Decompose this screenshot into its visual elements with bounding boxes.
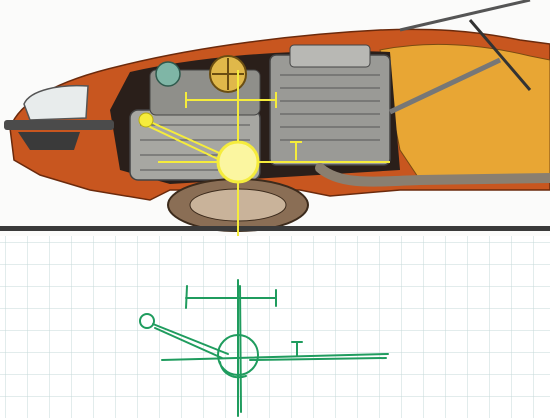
engine-block (269, 54, 391, 166)
overlay-pivot-circle (138, 112, 154, 128)
overlay-linkage-arm-2 (147, 125, 221, 161)
engine-head (289, 44, 371, 68)
headlight (23, 84, 89, 121)
steering-column (388, 57, 502, 115)
steering-wheel (468, 19, 532, 91)
grid-paper (0, 236, 550, 418)
front-bumper (4, 120, 114, 130)
sketch-horizontal-axis-2 (249, 357, 387, 361)
sketch-main-circle (217, 334, 259, 376)
sketch-strokes (139, 279, 389, 417)
sketch-linkage-arm-2 (154, 327, 223, 359)
sketch-horizontal-axis (161, 353, 389, 361)
sketch-pivot-circle (139, 313, 155, 329)
sketch-top-bar-left-tick (185, 285, 188, 309)
overlay-linkage-arm (145, 119, 227, 157)
car-cutaway-illustration (0, 0, 550, 236)
sketch-vertical-axis-2 (239, 285, 242, 413)
schematic-sketch (0, 236, 550, 418)
sketch-linkage-arm (152, 323, 229, 355)
sketch-main-circle-overstroke (219, 361, 247, 379)
overlay-main-circle (216, 140, 260, 184)
exhaust-pipe (315, 163, 550, 187)
ground-line (0, 226, 550, 231)
coolant-canister (155, 61, 181, 87)
windshield-frame (399, 0, 531, 32)
front-lower-grille (18, 132, 80, 150)
